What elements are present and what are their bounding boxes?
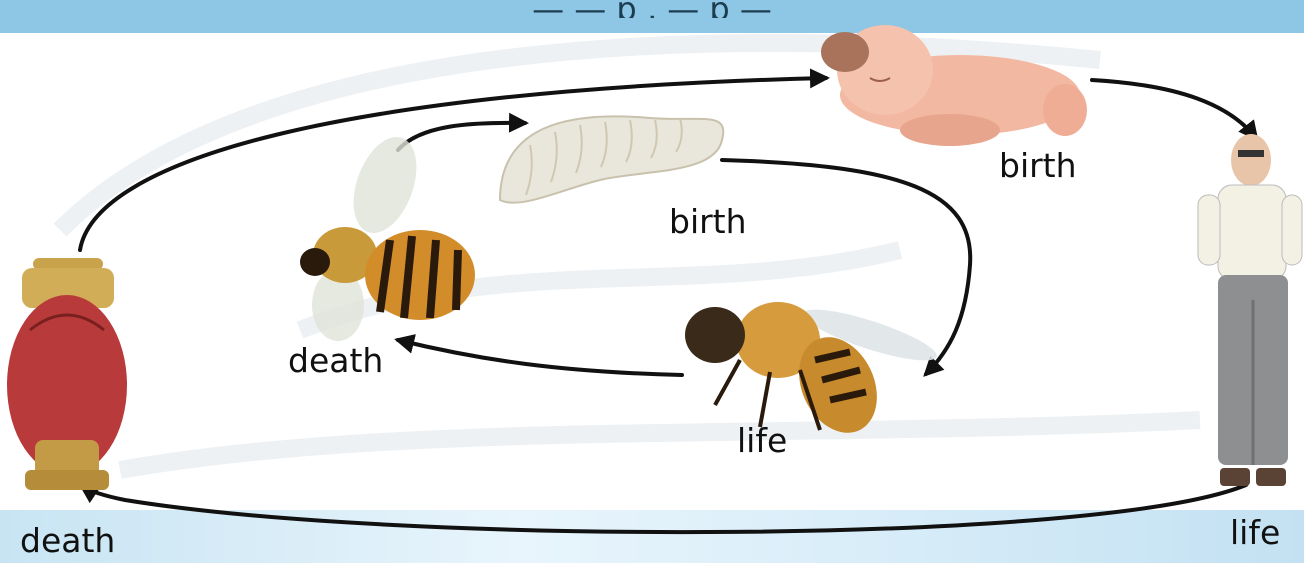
urn-icon (7, 258, 127, 490)
human-death-label: death (20, 521, 115, 560)
bee-life-label: life (737, 421, 787, 460)
bee-birth-label: birth (669, 202, 747, 241)
bee-death-label: death (288, 341, 383, 380)
arrow-man-to-urn (82, 485, 1246, 532)
arrow-bee-to-dead-bee (398, 340, 682, 375)
old-man-icon (1198, 134, 1302, 486)
dead-bee-icon (300, 128, 475, 341)
arrow-baby-to-man (1092, 80, 1256, 138)
arrow-dead-bee-to-larva (398, 123, 525, 150)
larva-icon (500, 116, 723, 202)
human-life-label: life (1230, 513, 1280, 552)
human-birth-label: birth (999, 146, 1077, 185)
